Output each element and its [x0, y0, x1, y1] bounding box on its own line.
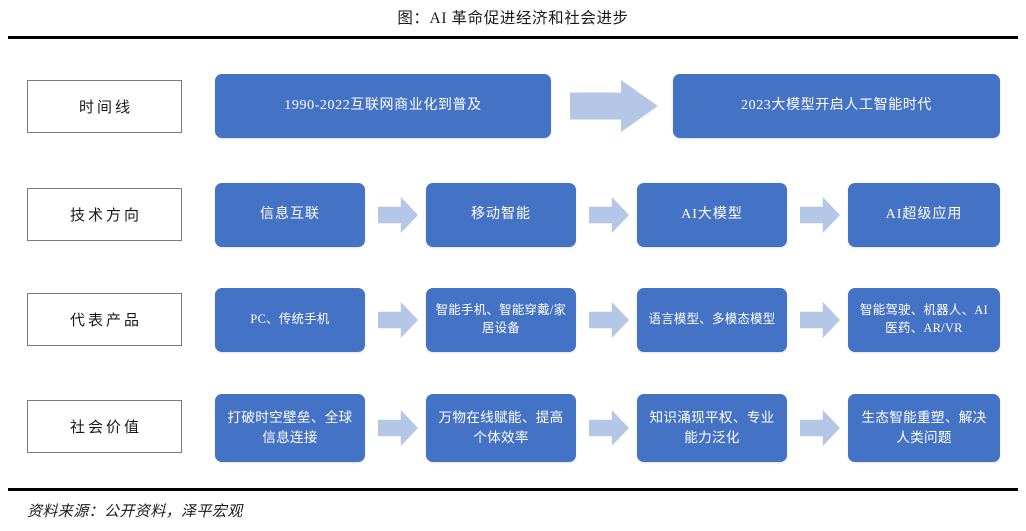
row-label-tech-direction: 技术方向	[27, 188, 182, 241]
page-title: 图：AI 革命促进经济和社会进步	[397, 10, 629, 27]
right-arrow-icon-value-3	[800, 410, 840, 446]
value-box-ecosystem-reshaping: 生态智能重塑、解决人类问题	[848, 394, 1000, 462]
right-arrow-icon-tech-2	[589, 197, 629, 233]
product-box-pc-feature-phone: PC、传统手机	[215, 288, 365, 352]
row-label-social-value: 社会价值	[27, 400, 182, 453]
product-box-language-multimodal-models: 语言模型、多模态模型	[637, 288, 787, 352]
right-arrow-icon-product-3	[800, 302, 840, 338]
right-arrow-icon-timeline	[570, 80, 658, 132]
row-label-timeline: 时间线	[27, 80, 182, 133]
tech-box-ai-large-model: AI大模型	[637, 183, 787, 247]
right-arrow-icon-value-1	[378, 410, 418, 446]
top-divider	[8, 36, 1018, 39]
tech-box-ai-super-app: AI超级应用	[848, 183, 1000, 247]
timeline-box-internet-era: 1990-2022互联网商业化到普及	[215, 74, 551, 138]
right-arrow-icon-tech-1	[378, 197, 418, 233]
tech-box-information-connectivity: 信息互联	[215, 183, 365, 247]
right-arrow-icon-product-2	[589, 302, 629, 338]
timeline-box-ai-era: 2023大模型开启人工智能时代	[673, 74, 1000, 138]
value-box-knowledge-equity: 知识涌现平权、专业能力泛化	[637, 394, 787, 462]
right-arrow-icon-product-1	[378, 302, 418, 338]
source-note: 资料来源：公开资料，泽平宏观	[27, 504, 243, 520]
right-arrow-icon-tech-3	[800, 197, 840, 233]
value-box-break-spacetime-barriers: 打破时空壁垒、全球信息连接	[215, 394, 365, 462]
product-box-autonomous-robotics-arvr: 智能驾驶、机器人、AI医药、AR/VR	[848, 288, 1000, 352]
tech-box-mobile-intelligence: 移动智能	[426, 183, 576, 247]
product-box-smartphone-wearables: 智能手机、智能穿戴/家居设备	[426, 288, 576, 352]
bottom-divider	[8, 488, 1018, 491]
value-box-everything-online: 万物在线赋能、提高个体效率	[426, 394, 576, 462]
right-arrow-icon-value-2	[589, 410, 629, 446]
row-label-representative-products: 代表产品	[27, 293, 182, 346]
